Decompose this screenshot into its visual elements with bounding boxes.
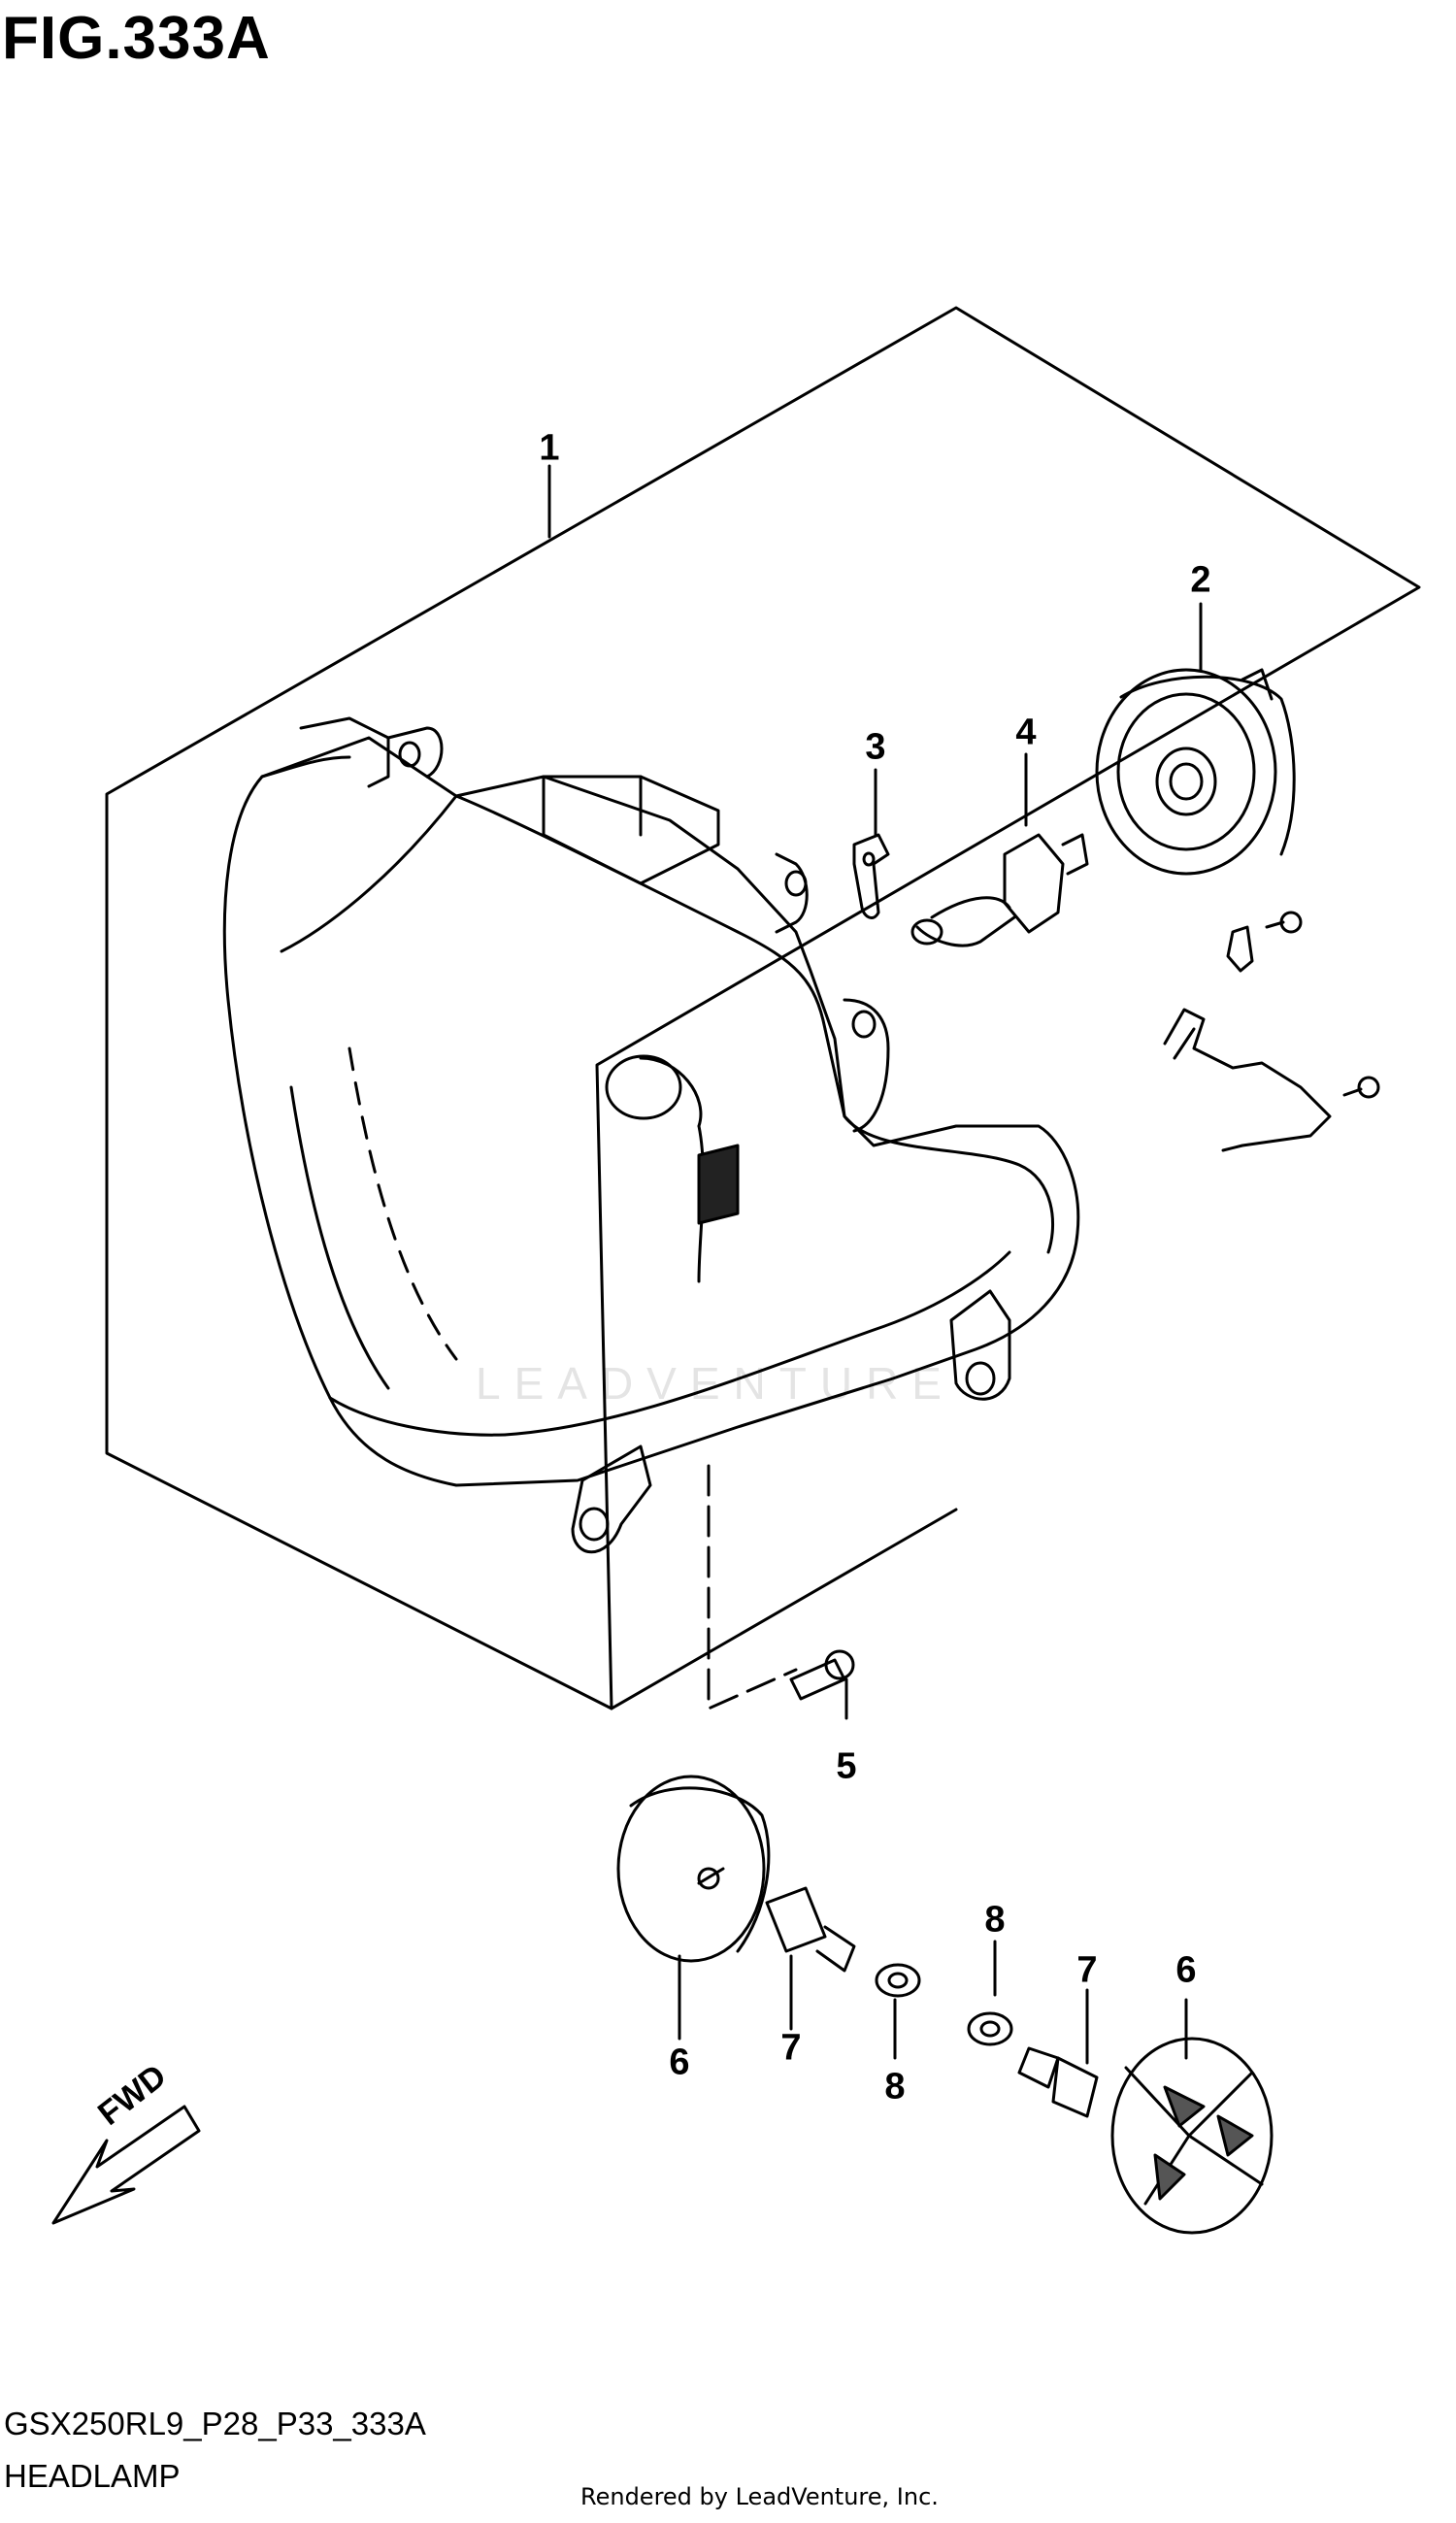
callout-1: 1 bbox=[539, 427, 560, 469]
callout-3: 3 bbox=[865, 726, 886, 768]
callout-7-left: 7 bbox=[780, 2027, 802, 2069]
callout-8-right: 8 bbox=[984, 1899, 1006, 1941]
assembly-box-edge bbox=[610, 1508, 958, 1710]
callout-5: 5 bbox=[836, 1745, 857, 1787]
bolt-left-part-7 bbox=[765, 1886, 856, 2031]
bulb-part-4 bbox=[910, 752, 1089, 947]
washer-right-part-8 bbox=[967, 1940, 1013, 2046]
figure-title: FIG.333A bbox=[2, 5, 271, 72]
fwd-arrow-icon bbox=[51, 2105, 201, 2225]
screw-part-5 bbox=[707, 1464, 855, 1720]
headlamp-housing bbox=[222, 716, 1080, 1554]
callout-6-left: 6 bbox=[669, 2042, 690, 2083]
wire-spring bbox=[1163, 1008, 1332, 1152]
clip-part-3 bbox=[852, 768, 890, 919]
callout-2: 2 bbox=[1190, 559, 1211, 601]
reflector-left-part-6 bbox=[616, 1775, 771, 2041]
callout-6-right: 6 bbox=[1175, 1949, 1197, 1991]
watermark-text: LEADVENTURE bbox=[476, 1358, 955, 1409]
assembly-outline bbox=[105, 306, 1421, 1710]
diagram-code: GSX250RL9_P28_P33_333A bbox=[4, 2406, 426, 2441]
rendered-by-credit: Rendered by LeadVenture, Inc. bbox=[580, 2483, 939, 2510]
socket-cover-part-2 bbox=[1095, 602, 1296, 876]
screws-right bbox=[1226, 911, 1380, 1099]
callout-7-right: 7 bbox=[1076, 1949, 1098, 1991]
bolt-right-part-7 bbox=[1017, 1988, 1099, 2118]
reflector-right-part-6 bbox=[1110, 1998, 1274, 2235]
callout-4: 4 bbox=[1015, 712, 1037, 753]
callout-8-left: 8 bbox=[884, 2066, 906, 2108]
diagram-name: HEADLAMP bbox=[4, 2458, 181, 2494]
washer-left-part-8 bbox=[875, 1963, 921, 2060]
